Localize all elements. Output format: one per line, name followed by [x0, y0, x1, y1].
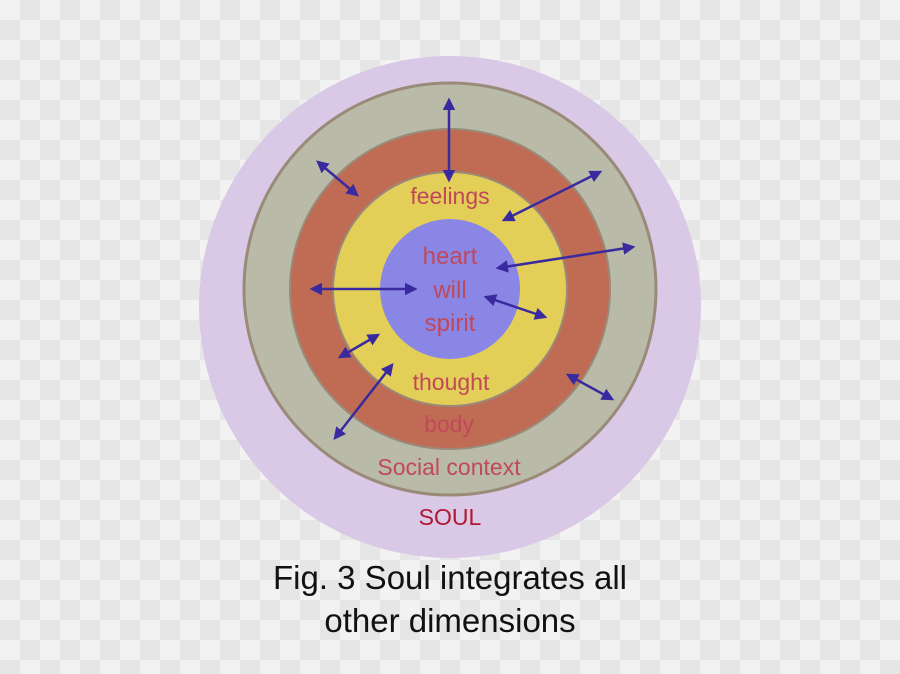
label-feelings: feelings: [410, 183, 489, 209]
label-body: body: [424, 411, 474, 437]
label-soul: SOUL: [419, 504, 482, 530]
label-thought: thought: [413, 369, 490, 395]
arrow: [565, 373, 615, 401]
soul-diagram: feelings heart will spirit thought body …: [199, 56, 701, 558]
arrow: [337, 333, 381, 359]
label-spirit: spirit: [425, 310, 476, 337]
arrows: [309, 97, 636, 440]
arrow: [483, 294, 548, 320]
arrow: [501, 170, 603, 222]
label-will: will: [432, 277, 466, 304]
arrow: [495, 242, 636, 273]
core-circle: [380, 219, 520, 359]
arrow: [333, 363, 394, 440]
figure-caption-line-2: other dimensions: [324, 602, 576, 639]
arrow: [316, 160, 359, 197]
label-social-context: Social context: [377, 454, 521, 480]
figure-caption-line-1: Fig. 3 Soul integrates all: [272, 559, 628, 596]
label-heart: heart: [423, 243, 478, 270]
